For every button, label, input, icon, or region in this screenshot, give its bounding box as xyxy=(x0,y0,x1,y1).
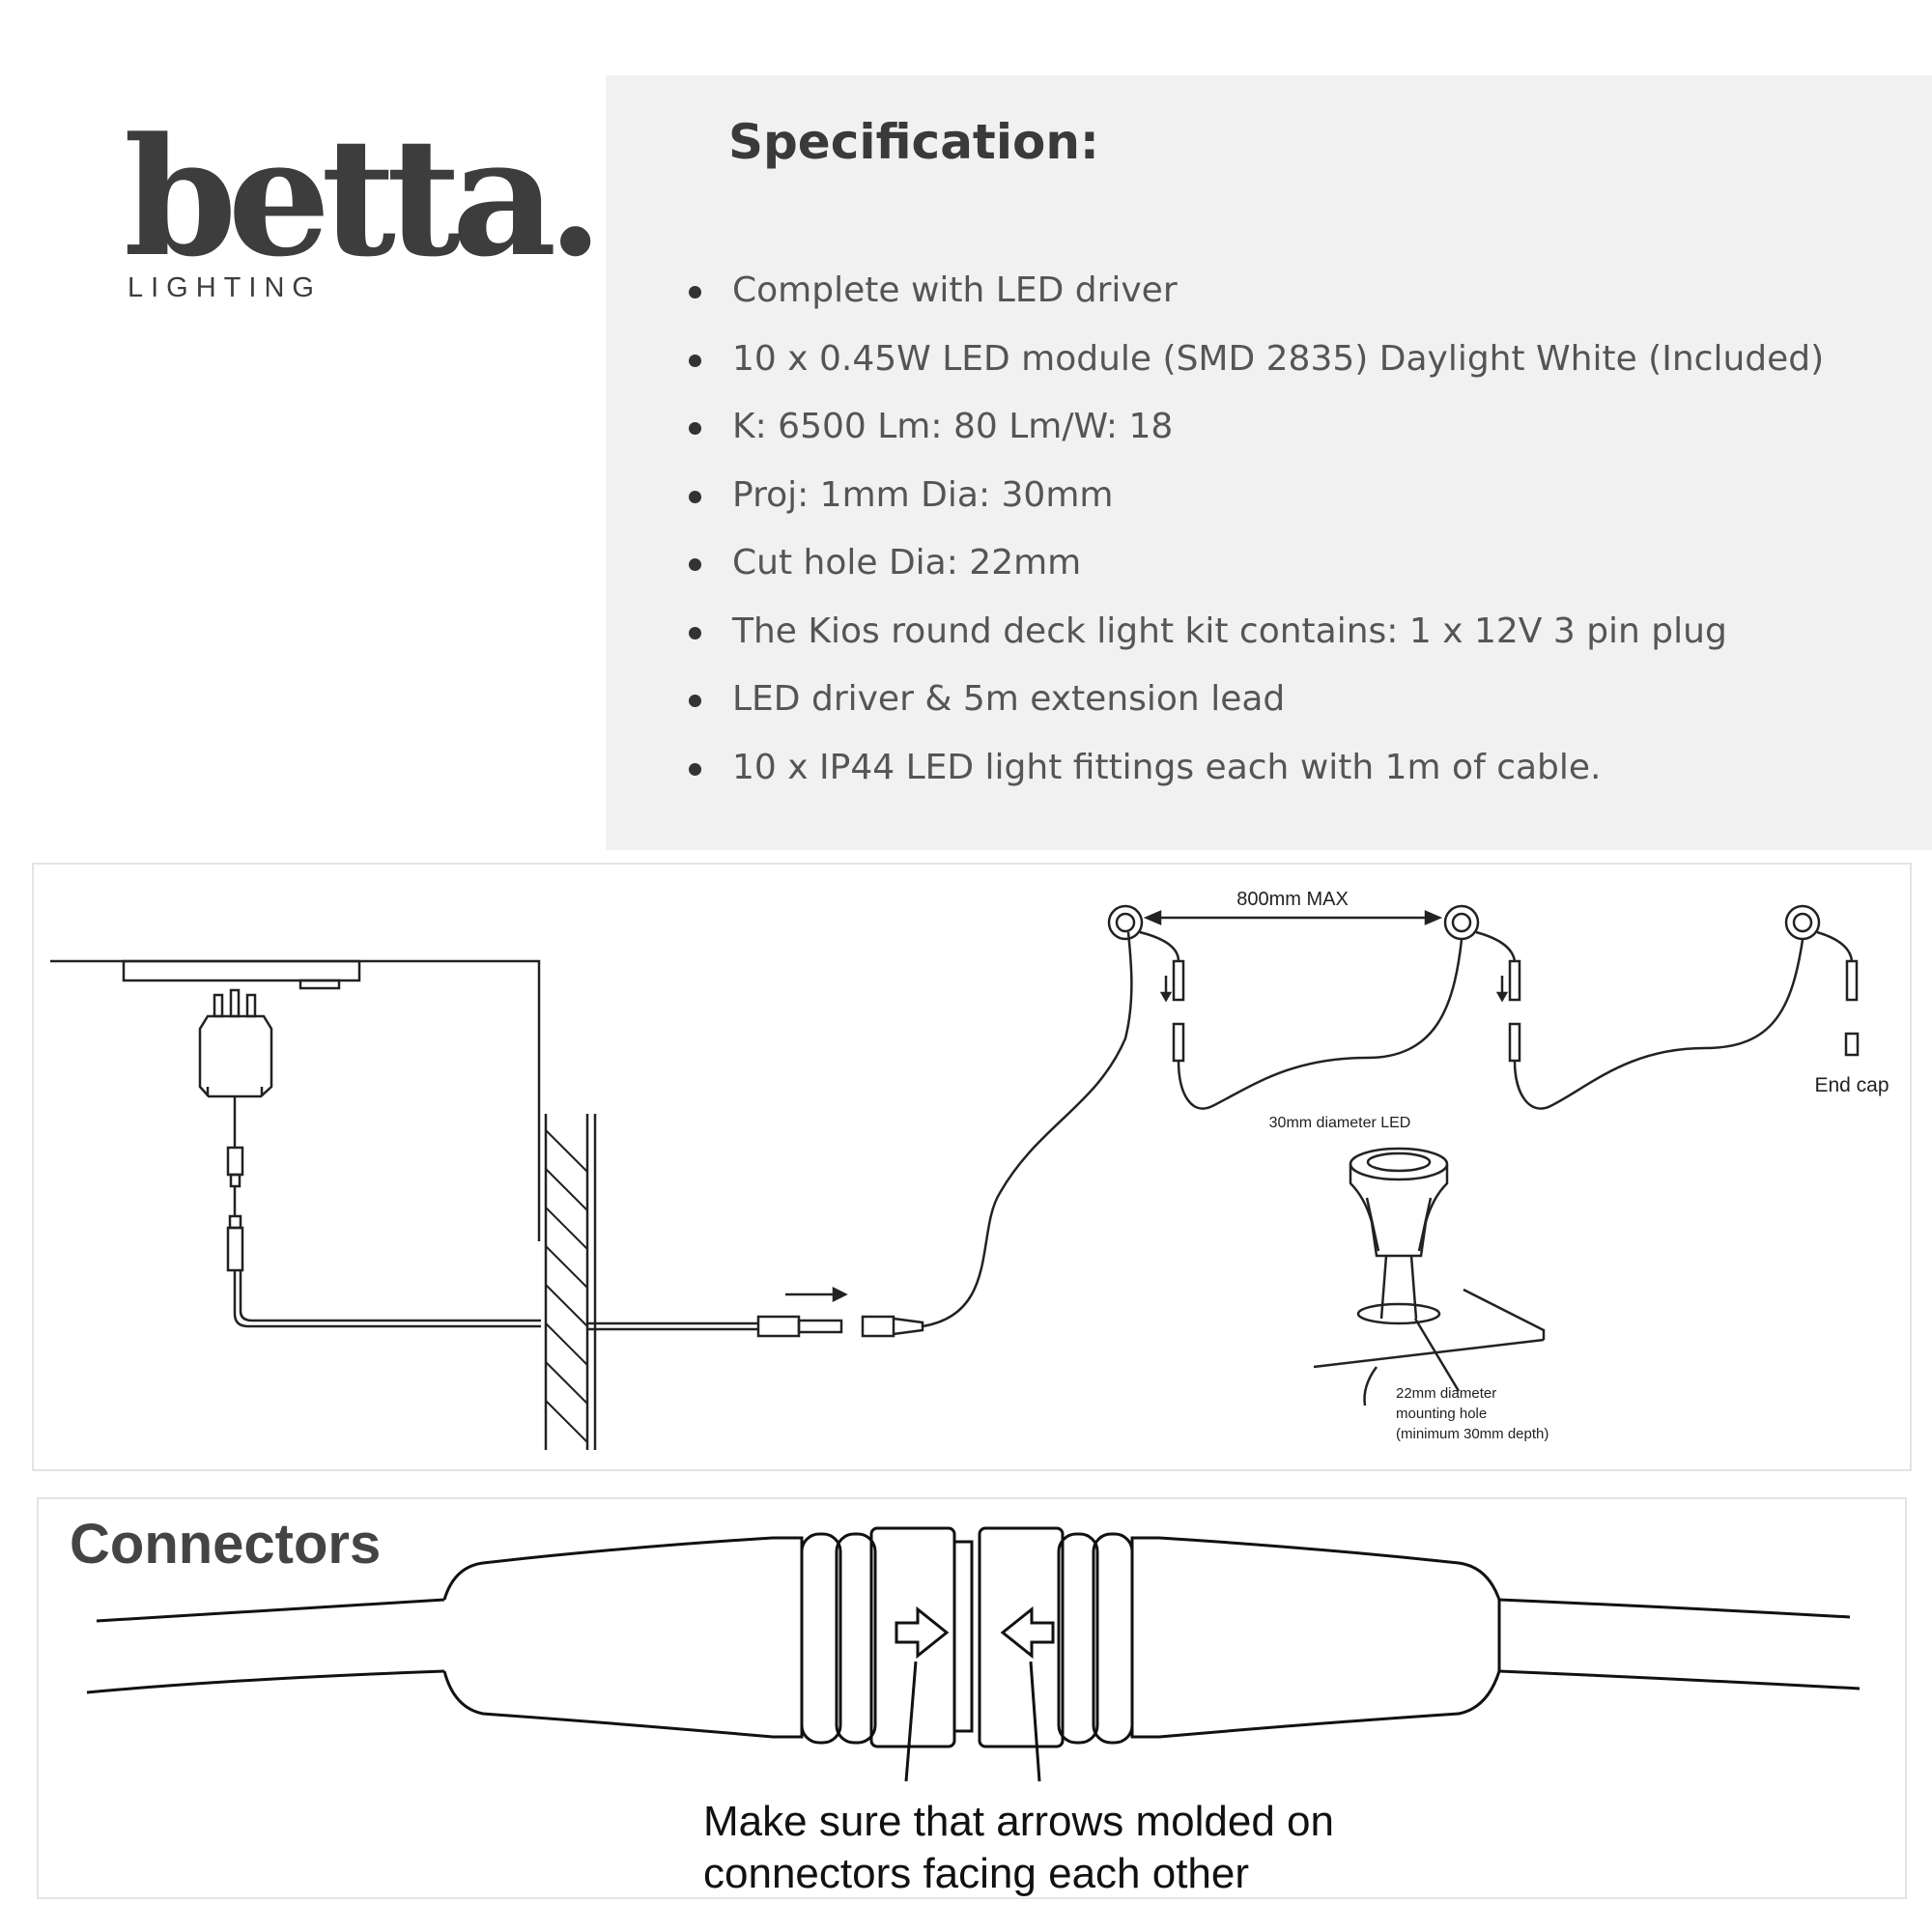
specification-list: Complete with LED driver 10 x 0.45W LED … xyxy=(683,257,1824,802)
led-label: 30mm diameter LED xyxy=(1269,1115,1411,1131)
brand-name: betta. xyxy=(124,101,604,293)
lead-cable xyxy=(922,931,1133,1328)
hole-leader-line xyxy=(1413,1318,1461,1392)
extension-lead xyxy=(587,1315,924,1338)
plug-driver-icon xyxy=(198,988,541,1328)
spec-item: 10 x IP44 LED light fittings each with 1… xyxy=(683,734,1824,803)
brand-subtitle: LIGHTING xyxy=(128,272,322,303)
connectors-title: Connectors xyxy=(70,1513,381,1576)
hole-label: 22mm diameter mounting hole (minimum 30m… xyxy=(1396,1385,1548,1442)
deck-light-icon xyxy=(1107,904,1144,941)
connectors-panel: Connectors Make sure that xyxy=(37,1497,1907,1899)
svg-text:mounting hole: mounting hole xyxy=(1396,1406,1487,1422)
svg-text:(minimum 30mm depth): (minimum 30mm depth) xyxy=(1396,1426,1548,1442)
cable-connector-icon xyxy=(1475,930,1804,1110)
deck-board xyxy=(1313,1288,1546,1406)
connector-illustration: Connectors Make sure that xyxy=(70,1513,1861,1897)
spec-item: Proj: 1mm Dia: 30mm xyxy=(683,462,1824,530)
spec-item: Complete with LED driver xyxy=(683,257,1824,326)
right-connector-icon xyxy=(978,1526,1861,1748)
direction-arrow-icon xyxy=(785,1286,848,1303)
spacing-dimension: 800mm MAX xyxy=(1143,889,1443,925)
brand-logo: betta. LIGHTING xyxy=(124,116,604,309)
wiring-diagram-illustration: 800mm MAX End cap 30mm diamete xyxy=(50,889,1889,1450)
arrow-left-icon xyxy=(1000,1605,1055,1660)
connector-note-line: connectors facing each other xyxy=(703,1850,1249,1897)
deck-light-icon xyxy=(1443,904,1480,941)
specification-panel: Specification: Complete with LED driver … xyxy=(606,75,1932,850)
connector-note-line: Make sure that arrows molded on xyxy=(703,1798,1334,1845)
spec-item: The Kios round deck light kit contains: … xyxy=(683,598,1824,667)
spec-item: K: 6500 Lm: 80 Lm/W: 18 xyxy=(683,393,1824,462)
shelf-outline xyxy=(50,959,541,1241)
spec-item: Cut hole Dia: 22mm xyxy=(683,529,1824,598)
deck-light-icon xyxy=(1784,904,1821,941)
arrow-leader-line xyxy=(1029,1661,1041,1782)
wall-icon xyxy=(544,1114,597,1450)
end-cap-label: End cap xyxy=(1814,1074,1889,1096)
spec-item: LED driver & 5m extension lead xyxy=(683,666,1824,734)
led-fitting-icon xyxy=(1349,1147,1449,1325)
spacing-label: 800mm MAX xyxy=(1236,889,1349,910)
spec-item: 10 x 0.45W LED module (SMD 2835) Dayligh… xyxy=(683,326,1824,394)
cable-connector-icon xyxy=(1139,930,1463,1110)
left-connector-icon xyxy=(86,1526,974,1748)
svg-text:22mm diameter: 22mm diameter xyxy=(1396,1385,1496,1402)
arrow-leader-line xyxy=(904,1661,918,1782)
end-cap-icon: End cap xyxy=(1814,930,1889,1096)
wiring-diagram: 800mm MAX End cap 30mm diamete xyxy=(32,863,1912,1471)
specification-title: Specification: xyxy=(728,114,1099,170)
arrow-right-icon xyxy=(895,1605,950,1660)
